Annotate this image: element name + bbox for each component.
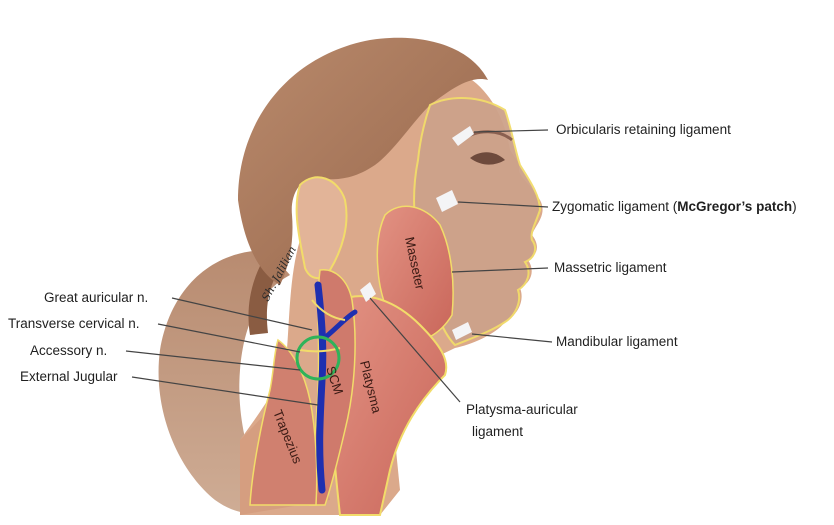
mandibular-ligament-label: Mandibular ligament (556, 334, 678, 350)
zygomatic-label-close: ) (792, 199, 797, 214)
platysma-auricular-ligament-label-line2: ligament (472, 424, 523, 440)
great-auricular-nerve-label: Great auricular n. (44, 290, 148, 306)
orbicularis-ligament-label: Orbicularis retaining ligament (556, 122, 731, 138)
external-jugular-label: External Jugular (20, 369, 118, 385)
platysma-auricular-ligament-label-line1: Platysma-auricular (466, 402, 578, 418)
leader-mandibular (472, 334, 552, 342)
masseteric-ligament-label: Massetric ligament (554, 260, 667, 276)
accessory-nerve-label: Accessory n. (30, 343, 107, 359)
zygomatic-ligament-label: Zygomatic ligament (McGregor’s patch) (552, 199, 797, 215)
external-jugular-vein (318, 285, 323, 490)
zygomatic-label-text: Zygomatic ligament ( (552, 199, 677, 214)
transverse-cervical-nerve-label: Transverse cervical n. (8, 316, 140, 332)
mcgregors-patch-label: McGregor’s patch (677, 199, 792, 214)
